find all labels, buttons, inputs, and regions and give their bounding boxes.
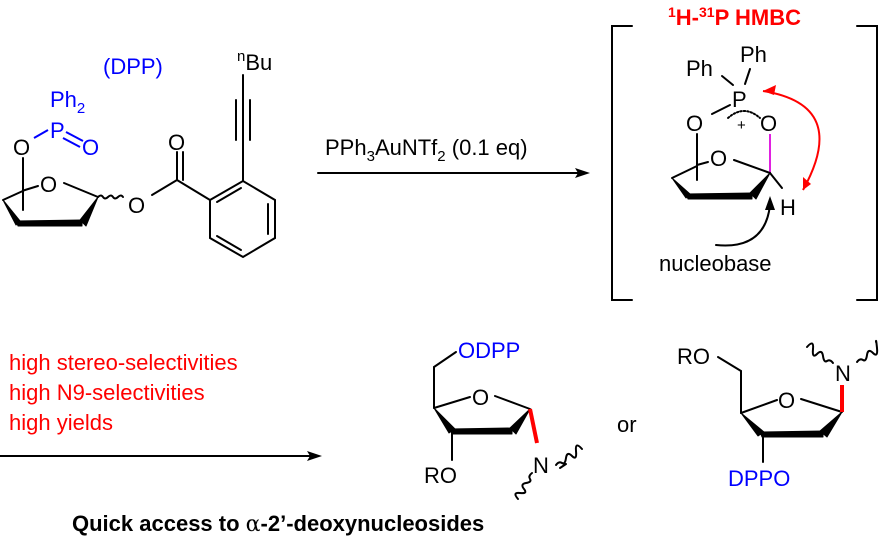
hmbc-arrowhead-bottom — [803, 177, 811, 190]
phosphorus-label: P — [50, 118, 65, 143]
p-o-left-bond — [711, 104, 731, 115]
reaction-arrow-2: high stereo-selectivities high N9-select… — [0, 350, 322, 461]
dppo-label: DPPO — [728, 466, 790, 491]
ph2-label: Ph2 — [50, 87, 85, 117]
plus-charge-label: + — [737, 117, 746, 134]
nucleobase-arrowhead — [765, 196, 775, 210]
ring-oxygen-label: O — [778, 388, 795, 413]
o-left-label: O — [686, 111, 703, 136]
wavy-bond — [97, 194, 124, 200]
c1-h-bond — [769, 172, 783, 189]
ring-wedge-bottom — [759, 430, 824, 438]
caption: Quick access to α-2’-deoxynucleosides — [72, 511, 484, 537]
ph-right-label: Ph — [740, 42, 767, 67]
product-1: ODPP O RO N — [424, 338, 583, 500]
p-ph-left-bond — [721, 75, 734, 86]
ring-bond-c4-o — [696, 161, 709, 166]
n-butyl-label: nBu — [237, 48, 272, 75]
ring-wedge-right — [79, 196, 99, 227]
ring-bond-left — [2, 189, 26, 201]
ro-label: RO — [424, 463, 457, 488]
wavy-substituent-2 — [555, 444, 583, 469]
oxo-oxygen-label: O — [82, 135, 99, 160]
condition-line-3: high yields — [9, 410, 113, 435]
ester-bond — [151, 179, 178, 196]
p-o-double-bond-1 — [65, 131, 84, 142]
ring-oxygen-label: O — [710, 146, 727, 171]
wavy-substituent-2 — [856, 339, 879, 363]
condition-line-1: high stereo-selectivities — [9, 350, 238, 375]
wavy-substituent-1 — [806, 342, 834, 364]
linking-oxygen-label: O — [13, 135, 30, 160]
p-o-dotted-bond — [727, 110, 761, 119]
glycosidic-bond-red — [528, 408, 539, 444]
p-label: P — [732, 87, 747, 112]
hmbc-correlation-arrow — [762, 90, 821, 191]
carbonyl-aryl-bond — [176, 179, 211, 201]
benzene-ring — [209, 179, 276, 259]
nucleobase-label: nucleobase — [659, 251, 772, 276]
product-2: RO O DPPO N — [677, 339, 879, 491]
right-bracket — [856, 25, 878, 301]
carbonyl-oxygen-label: O — [168, 130, 185, 155]
ring-wedge-right — [819, 411, 843, 438]
benzene-inner-3 — [216, 235, 242, 251]
ro-label: RO — [677, 344, 710, 369]
benzene-inner-1 — [216, 187, 242, 203]
c5-o-bond — [433, 351, 457, 368]
condition-line-2: high N9-selectivities — [9, 380, 205, 405]
o-p-bond — [33, 129, 49, 139]
ring-bond-o-c1 — [800, 398, 843, 413]
wavy-substituent-1 — [514, 472, 533, 500]
or-label: or — [617, 412, 637, 437]
reactant-molecule: (DPP) Ph2 P O O O O O nBu — [2, 48, 276, 259]
ring-bond-c4-o — [433, 396, 471, 409]
intermediate: 1H-31P HMBC Ph Ph P + O O O H nucleobase — [611, 4, 878, 301]
ring-bond-o-c1 — [63, 182, 99, 198]
ring-oxygen-label: O — [40, 172, 57, 197]
hmbc-title: 1H-31P HMBC — [668, 4, 801, 30]
n-label: N — [533, 453, 549, 478]
p-o-double-bond-2 — [62, 137, 81, 148]
ring-wedge-bottom — [15, 219, 83, 227]
ring-bond-o-c1 — [494, 395, 531, 410]
ph-left-label: Ph — [686, 56, 713, 81]
dpp-label: (DPP) — [103, 54, 163, 79]
ring-oxygen-label: O — [472, 385, 489, 410]
ring-bond-o-c1 — [733, 159, 771, 174]
ring-bond-c4-o — [740, 399, 778, 414]
p-ph-right-bond — [744, 68, 751, 85]
left-bracket — [611, 25, 633, 301]
ring-bond-c4-o — [24, 185, 39, 191]
ring-wedge-right — [749, 172, 771, 200]
ring-wedge-right — [509, 408, 531, 435]
reagent-label: PPh3AuNTf2 (0.1 eq) — [325, 135, 528, 165]
n-label: N — [835, 361, 851, 386]
ring-bond-left — [671, 165, 698, 179]
arrowhead-2 — [307, 451, 322, 461]
o-c5-bond — [717, 356, 742, 372]
h-label: H — [780, 195, 796, 220]
ring-wedge-bottom — [449, 427, 513, 435]
ester-oxygen-label: O — [128, 193, 145, 218]
arrowhead-1 — [575, 168, 590, 178]
o-right-label: O — [760, 111, 777, 136]
odpp-label: ODPP — [458, 338, 520, 363]
reaction-arrow-1: PPh3AuNTf2 (0.1 eq) — [317, 135, 590, 178]
hmbc-arrowhead-top — [763, 85, 776, 95]
ring-wedge-bottom — [685, 192, 753, 200]
nucleobase-attack-arrow — [715, 204, 771, 247]
